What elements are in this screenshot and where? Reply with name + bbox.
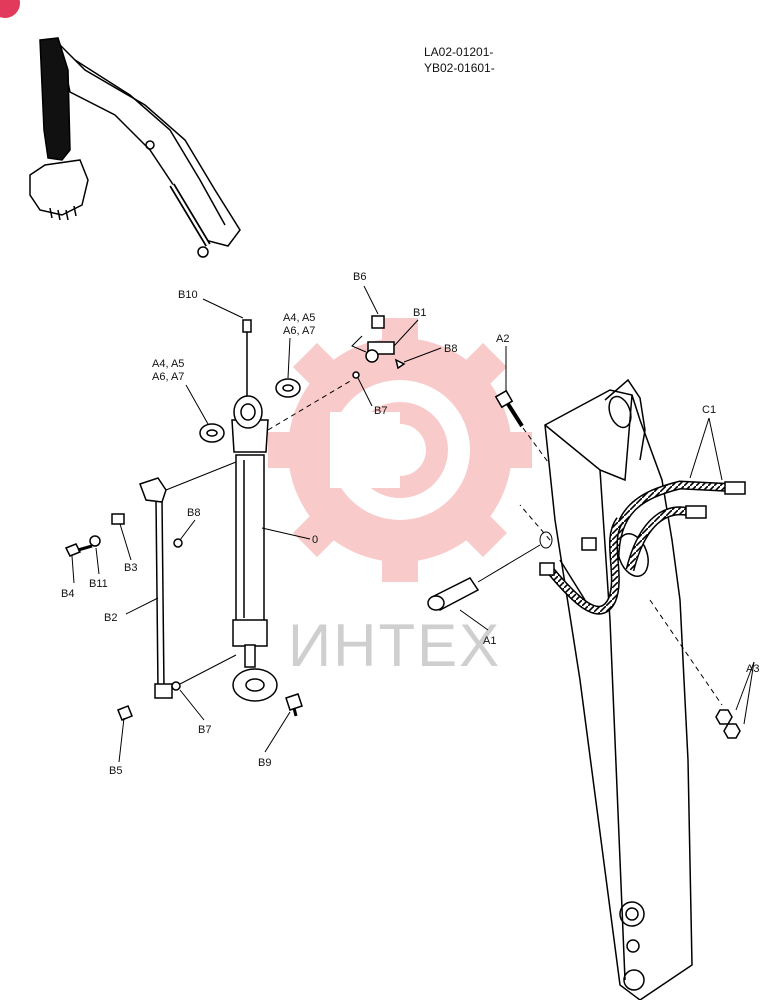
label-b4: B4 bbox=[61, 588, 74, 600]
bolt-a2 bbox=[494, 389, 524, 428]
hydraulic-hoses bbox=[539, 480, 746, 615]
excavator-thumbnail bbox=[29, 37, 241, 258]
nuts-a3 bbox=[715, 709, 741, 739]
label-b3: B3 bbox=[124, 562, 137, 574]
alignment-lines bbox=[267, 379, 723, 706]
label-b2: B2 bbox=[104, 612, 117, 624]
label-b5: B5 bbox=[109, 765, 122, 777]
label-a4-top-line2: A6, A7 bbox=[283, 325, 315, 337]
arm-body bbox=[544, 378, 693, 1000]
label-b9: B9 bbox=[258, 757, 271, 769]
part-labels: B10 B6 B1 B8 B7 A4, A5 A6, A7 A4, A5 A6,… bbox=[61, 271, 759, 777]
label-a3: A3 bbox=[746, 663, 759, 675]
leader-lines bbox=[71, 285, 755, 763]
label-a1: A1 bbox=[483, 635, 496, 647]
label-b8-top: B8 bbox=[444, 343, 457, 355]
label-b8-left: B8 bbox=[187, 507, 200, 519]
label-a4-top-line1: A4, A5 bbox=[283, 312, 315, 324]
assembly-lines bbox=[165, 461, 553, 685]
grease-fittings bbox=[352, 315, 406, 379]
washer-a4-top bbox=[199, 378, 301, 443]
label-b7-top: B7 bbox=[374, 405, 387, 417]
label-0: 0 bbox=[312, 534, 318, 546]
label-b1: B1 bbox=[413, 307, 426, 319]
serial-numbers: LA02-01201- YB02-01601- bbox=[424, 44, 495, 76]
label-b11: B11 bbox=[89, 578, 108, 590]
watermark-text: ИНТЕХ bbox=[288, 612, 501, 679]
label-a4-left-line1: A4, A5 bbox=[152, 358, 184, 370]
pin-a1 bbox=[427, 577, 480, 611]
label-b10: B10 bbox=[178, 289, 198, 301]
bucket-cylinder bbox=[231, 319, 278, 702]
label-b6: B6 bbox=[353, 271, 366, 283]
label-b7-bottom: B7 bbox=[198, 724, 211, 736]
watermark-logo bbox=[268, 318, 532, 582]
serial-line-2: YB02-01601- bbox=[424, 61, 495, 75]
label-a2: A2 bbox=[496, 333, 509, 345]
rod-b2 bbox=[64, 477, 303, 721]
corner-badge bbox=[0, 0, 20, 18]
label-c1: C1 bbox=[702, 404, 716, 416]
label-a4-left-line2: A6, A7 bbox=[152, 371, 184, 383]
serial-line-1: LA02-01201- bbox=[424, 45, 494, 59]
